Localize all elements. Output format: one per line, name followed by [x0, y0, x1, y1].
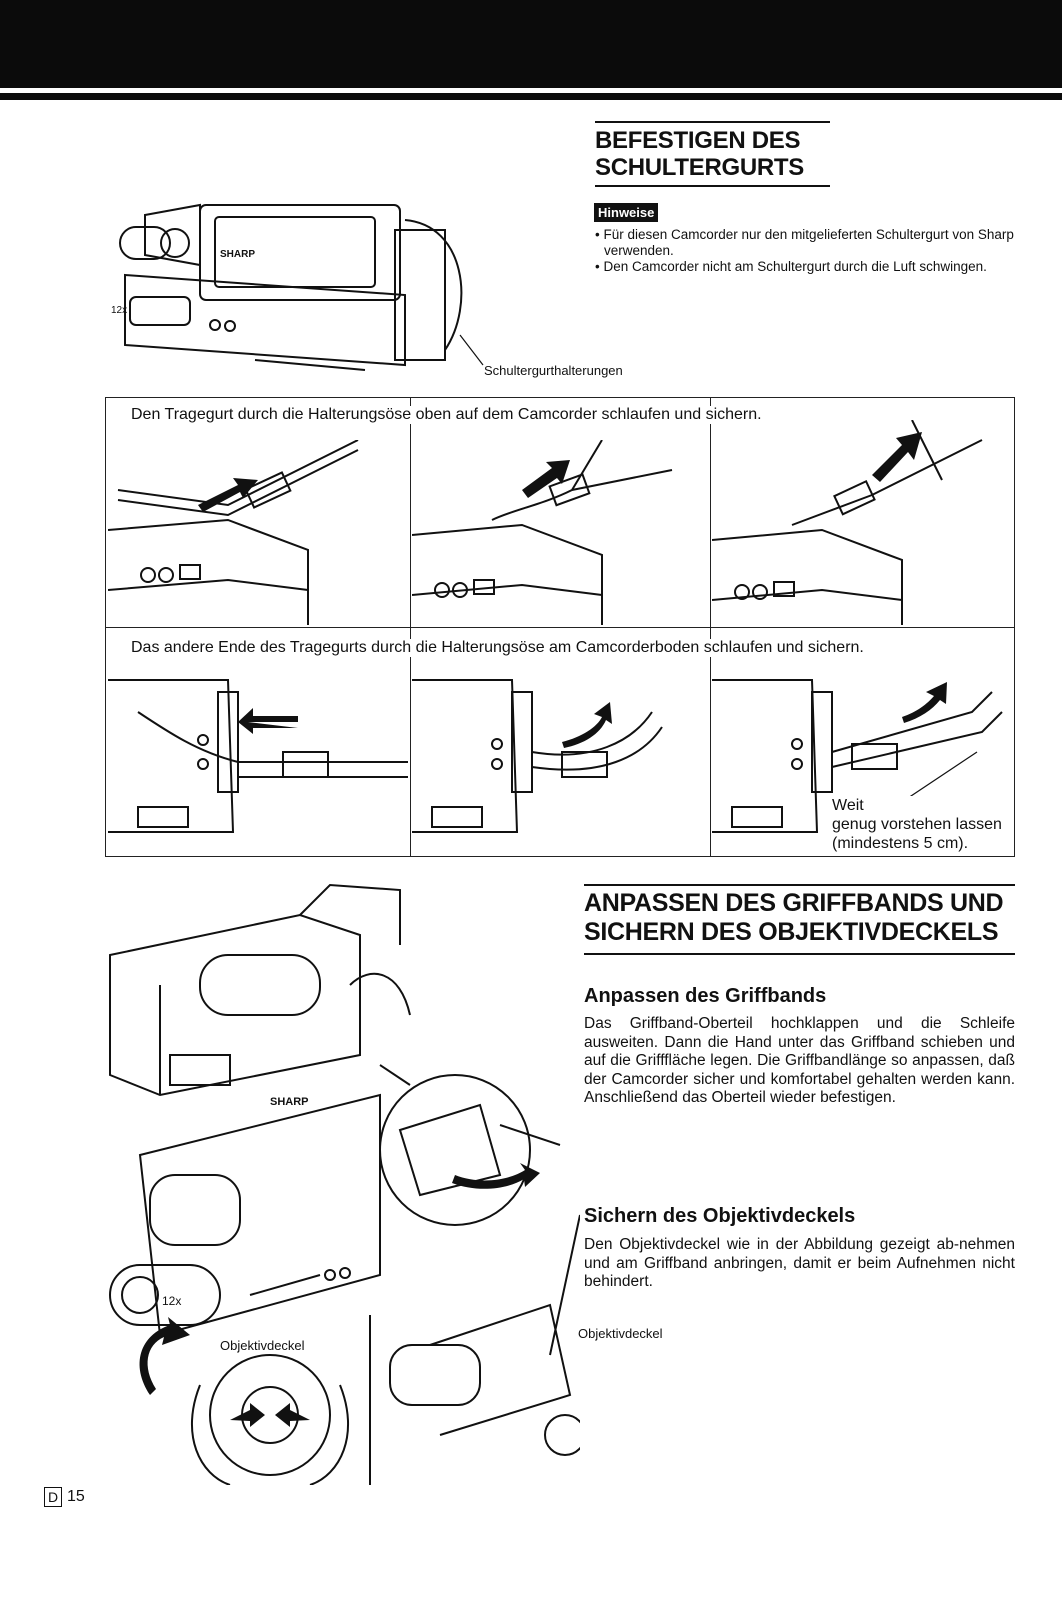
subheading-grip-strap: Anpassen des Griffbands — [584, 985, 827, 1007]
section-title-grip-strap: ANPASSEN DES GRIFFBANDS UND SICHERN DES … — [584, 884, 1015, 955]
panel-col-divider — [410, 397, 411, 857]
step-illustration-6 — [712, 679, 1003, 833]
zoom-label: 12x — [111, 305, 127, 316]
protrude-note-line: genug vorstehen lassen — [832, 816, 1002, 833]
paragraph-lens-cap: Den Objektivdeckel wie in der Abbildung … — [584, 1236, 1015, 1290]
step-caption-top: Den Tragegurt durch die Halterungsöse ob… — [131, 406, 766, 424]
panel-col-divider — [710, 397, 711, 857]
section-title-shoulder-strap: BEFESTIGEN DES SCHULTERGURTS — [595, 121, 830, 187]
header-bar — [0, 0, 1062, 88]
page-number-text: 15 — [67, 1488, 85, 1505]
note-item: • Den Camcorder nicht am Schultergurt du… — [595, 259, 987, 274]
notes-badge: Hinweise — [594, 203, 659, 222]
page-letter-box: D — [44, 1487, 62, 1507]
note-item: • Für diesen Camcorder nur den mitgelief… — [595, 227, 1014, 258]
step-illustration-3 — [712, 420, 983, 625]
camcorder-illustration: SHARP 12x — [111, 203, 484, 371]
step-illustration-2 — [412, 440, 673, 625]
grip-strap-illustration: SHARP 12x — [109, 883, 580, 1485]
step-caption-bottom: Das andere Ende des Tragegurts durch die… — [131, 639, 868, 657]
paragraph-grip-strap: Das Griffband-Oberteil hochklappen und d… — [584, 1015, 1015, 1106]
callout-lens-cap-right: Objektivdeckel — [578, 1326, 663, 1341]
callout-strap-holders: Schultergurthalterungen — [484, 363, 623, 378]
step-illustration-5 — [412, 679, 663, 833]
notes-list: • Für diesen Camcorder nur den mitgelief… — [594, 227, 1034, 275]
protrude-note: Weit genug vorstehen lassen (mindestens … — [832, 796, 1002, 853]
brand-label: SHARP — [270, 1096, 309, 1108]
header-rule — [0, 93, 1062, 100]
panel-divider — [105, 627, 1015, 628]
page-number: D 15 — [44, 1487, 85, 1507]
subheading-lens-cap: Sichern des Objektivdeckels — [584, 1205, 856, 1227]
protrude-note-line: (mindestens 5 cm). — [832, 835, 969, 852]
protrude-note-line: Weit — [832, 797, 864, 814]
callout-lens-cap-left: Objektivdeckel — [220, 1338, 305, 1353]
brand-label: SHARP — [220, 249, 255, 260]
zoom-label: 12x — [162, 1294, 181, 1308]
step-illustration-4 — [108, 679, 408, 833]
step-illustration-1 — [108, 440, 359, 625]
